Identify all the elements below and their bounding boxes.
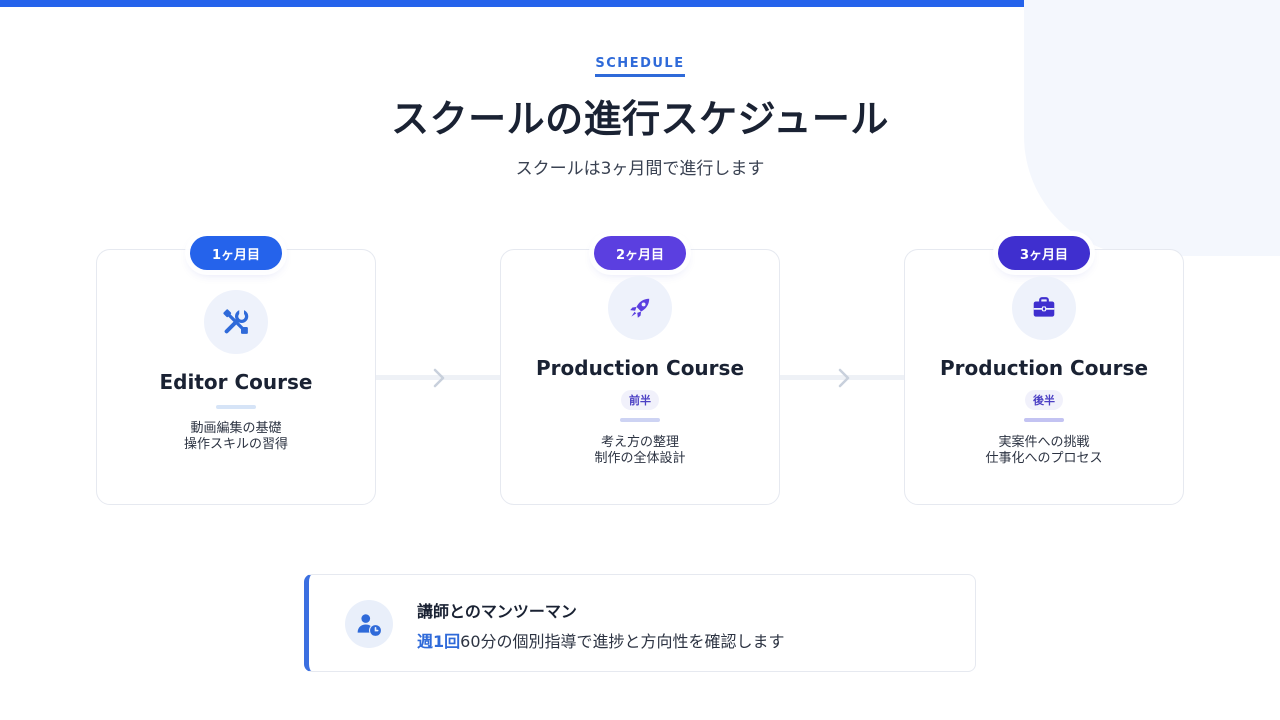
phase-tag: 後半 (1025, 390, 1063, 410)
mentor-title: 講師とのマンツーマン (417, 602, 577, 621)
step-connector (780, 375, 904, 380)
frequency-highlight: 週1回 (417, 632, 461, 651)
corner-decoration (1024, 0, 1280, 256)
course-description: 実案件への挑戦 仕事化へのプロセス (905, 435, 1183, 467)
chevron-right-icon (433, 368, 445, 388)
mentor-detail: 60分の個別指導で進捗と方向性を確認します (460, 632, 785, 651)
description-line: 考え方の整理 (600, 435, 679, 450)
step-card-month-3: 3ヶ月目 Production Course 後半 実案件への挑戦 仕事化へのプ… (904, 236, 1184, 505)
page-subtitle: スクールは3ヶ月間で進行します (515, 159, 765, 179)
mentor-description: 週1回60分の個別指導で進捗と方向性を確認します (417, 628, 785, 652)
course-description: 動画編集の基礎 操作スキルの習得 (97, 421, 375, 453)
month-badge: 1ヶ月目 (190, 236, 282, 270)
mentoring-info-box: 講師とのマンツーマン 週1回60分の個別指導で進捗と方向性を確認します (304, 574, 976, 672)
step-card-month-1: 1ヶ月目 Editor Course 動画編集の基礎 操作スキルの習得 (96, 236, 376, 505)
user-clock-icon (345, 600, 393, 648)
phase-tag: 前半 (621, 390, 659, 410)
month-badge: 3ヶ月目 (998, 236, 1090, 270)
step-card-month-2: 2ヶ月目 Production Course 前半 考え方の整理 制作の全体設計 (500, 236, 780, 505)
description-line: 操作スキルの習得 (183, 437, 288, 452)
title-divider (216, 405, 256, 409)
description-line: 動画編集の基礎 (190, 421, 282, 436)
description-line: 仕事化へのプロセス (985, 451, 1103, 466)
month-badge: 2ヶ月目 (594, 236, 686, 270)
chevron-right-icon (838, 368, 850, 388)
page-title: スクールの進行スケジュール (391, 97, 889, 141)
course-description: 考え方の整理 制作の全体設計 (501, 435, 779, 467)
description-line: 実案件への挑戦 (998, 435, 1090, 450)
title-divider (1024, 418, 1064, 422)
title-divider (620, 418, 660, 422)
briefcase-icon (1012, 276, 1076, 340)
eyebrow-label: SCHEDULE (595, 56, 685, 77)
top-accent-bar (0, 0, 1280, 7)
section-eyebrow: SCHEDULE (0, 52, 1280, 77)
step-connector (376, 375, 500, 380)
course-title: Production Course (939, 356, 1149, 380)
tools-icon (204, 290, 268, 354)
course-title: Editor Course (159, 370, 313, 394)
rocket-icon (608, 276, 672, 340)
course-title: Production Course (535, 356, 745, 380)
description-line: 制作の全体設計 (594, 451, 686, 466)
